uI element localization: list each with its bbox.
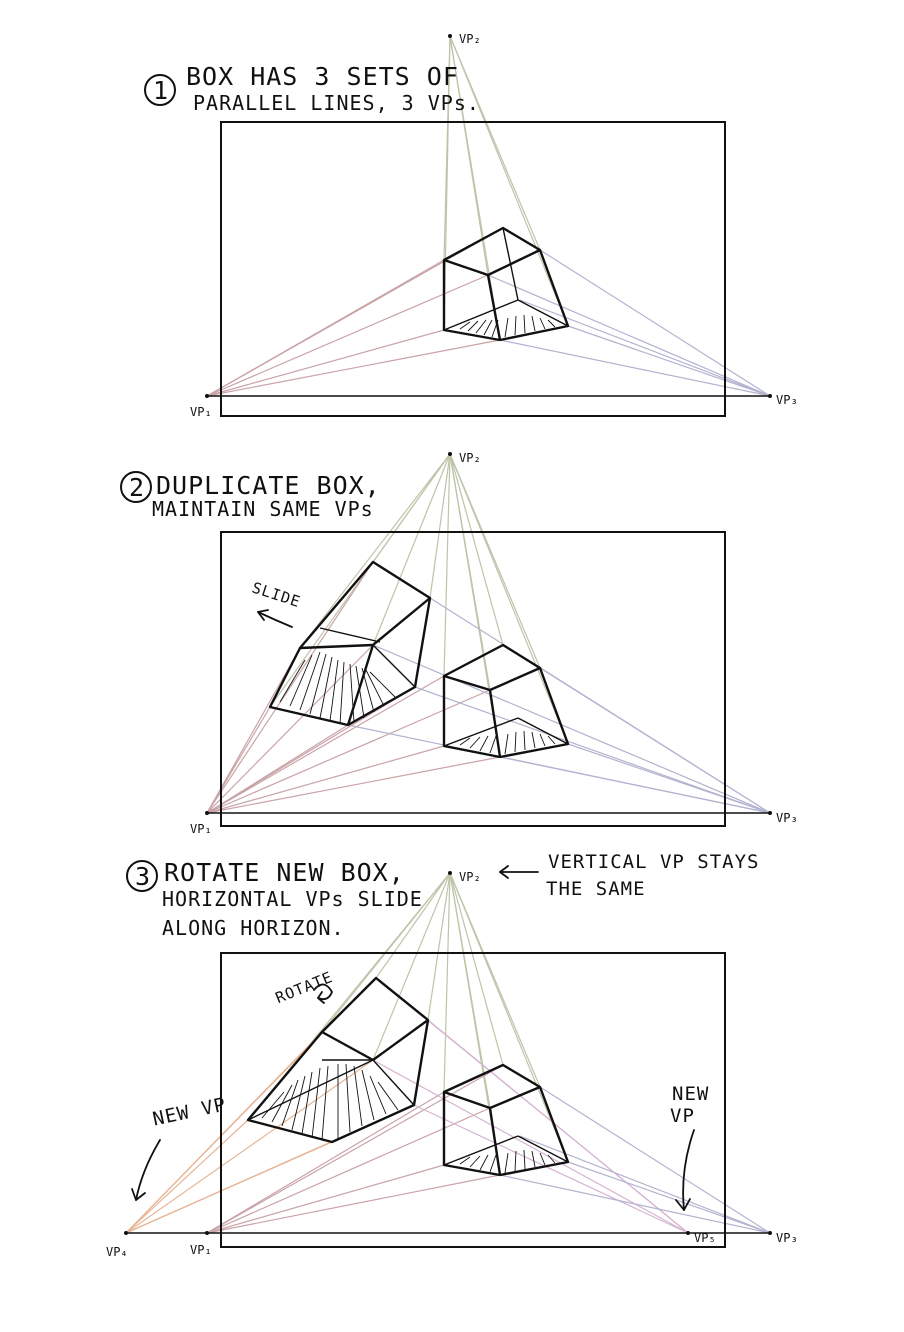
step-2-number: 2 (129, 473, 145, 502)
panel-3-caption-line3: ALONG HORIZON. (162, 916, 345, 940)
picture-frame (220, 952, 726, 1248)
vp1-label: VP₁ (190, 822, 212, 836)
original-box-hatching (459, 1149, 556, 1174)
vp1-dot (205, 394, 209, 398)
vp3-dot (768, 1231, 772, 1235)
vp5-dot (686, 1231, 690, 1235)
vp3-construction-lines (347, 597, 771, 814)
step-2-circle (120, 471, 152, 503)
vp2-construction-lines (443, 35, 569, 341)
rotated-box (246, 976, 430, 1144)
panel-1-caption-line2: PARALLEL LINES, 3 VPs. (193, 91, 480, 115)
step-1-circle (144, 74, 176, 106)
vp2-dot (448, 34, 452, 38)
vp4-label: VP₄ (106, 1245, 128, 1259)
rotated-box-hatching (261, 1063, 399, 1141)
original-box (442, 1063, 570, 1177)
new-vp-right-note-line1: NEW (672, 1083, 709, 1105)
vp1-label: VP₁ (190, 405, 212, 419)
vertical-vp-note-line1: VERTICAL VP STAYS (548, 851, 759, 873)
vp1-dot (205, 811, 209, 815)
picture-frame (220, 531, 726, 827)
vp1-dot (205, 1231, 209, 1235)
vp4-dot (124, 1231, 128, 1235)
new-vp-left-arrow (131, 1139, 161, 1201)
step-3-number: 3 (135, 862, 151, 891)
panel-3-caption-line1: ROTATE NEW BOX, (164, 858, 405, 887)
vp2-label: VP₂ (459, 451, 481, 465)
vp1-construction-lines (206, 1064, 504, 1234)
vp2-construction-lines (269, 453, 569, 758)
slide-note: SLIDE (250, 579, 303, 612)
picture-frame (220, 121, 726, 417)
rotate-arrow-icon (313, 983, 333, 1004)
vp3-dot (768, 394, 772, 398)
box (442, 226, 570, 342)
vp3-label: VP₃ (776, 393, 798, 407)
vp1-construction-lines (206, 561, 501, 814)
panel-1-caption-line1: BOX HAS 3 SETS OF (186, 62, 459, 91)
duplicated-box (268, 560, 432, 727)
new-vp-left-note: NEW VP (151, 1093, 229, 1130)
panel-3-caption-line2: HORIZONTAL VPs SLIDE (162, 887, 423, 911)
panel-3: ROTATE VERTICAL VP STAYS THE SAME NEW VP… (106, 851, 798, 1259)
vp2-label: VP₂ (459, 32, 481, 46)
step-1-number: 1 (153, 76, 169, 105)
vp1-label: VP₁ (190, 1243, 212, 1257)
panel-1: VP₂ VP₁ VP₃ 1 BOX HAS 3 SETS OF PARALLEL… (144, 32, 798, 419)
slide-arrow (257, 609, 293, 628)
rotate-note: ROTATE (273, 968, 336, 1007)
duplicated-box-hatching (279, 651, 397, 725)
panel-2-caption-line2: MAINTAIN SAME VPs (152, 497, 374, 521)
vertical-vp-arrow (499, 865, 539, 879)
panel-2: SLIDE VP₂ VP₁ VP₃ 2 DUPLICATE BOX, MAINT… (120, 451, 798, 836)
original-box (442, 643, 570, 759)
vp2-label: VP₂ (459, 870, 481, 884)
vp3-label: VP₃ (776, 1231, 798, 1245)
vp3-dot (768, 811, 772, 815)
vp3-construction-lines (499, 1086, 771, 1234)
original-box-hatching (459, 730, 556, 755)
panel-2-caption-line1: DUPLICATE BOX, (156, 471, 381, 500)
vp3-construction-lines (487, 249, 771, 397)
new-vp-right-note-line2: VP (670, 1105, 695, 1127)
vp2-dot (448, 871, 452, 875)
vertical-vp-note-line2: THE SAME (546, 878, 646, 900)
vp3-label: VP₃ (776, 811, 798, 825)
vp2-dot (448, 452, 452, 456)
new-vp-right-arrow (675, 1129, 695, 1211)
vp5-label: VP₅ (694, 1231, 716, 1245)
step-3-circle (126, 860, 158, 892)
